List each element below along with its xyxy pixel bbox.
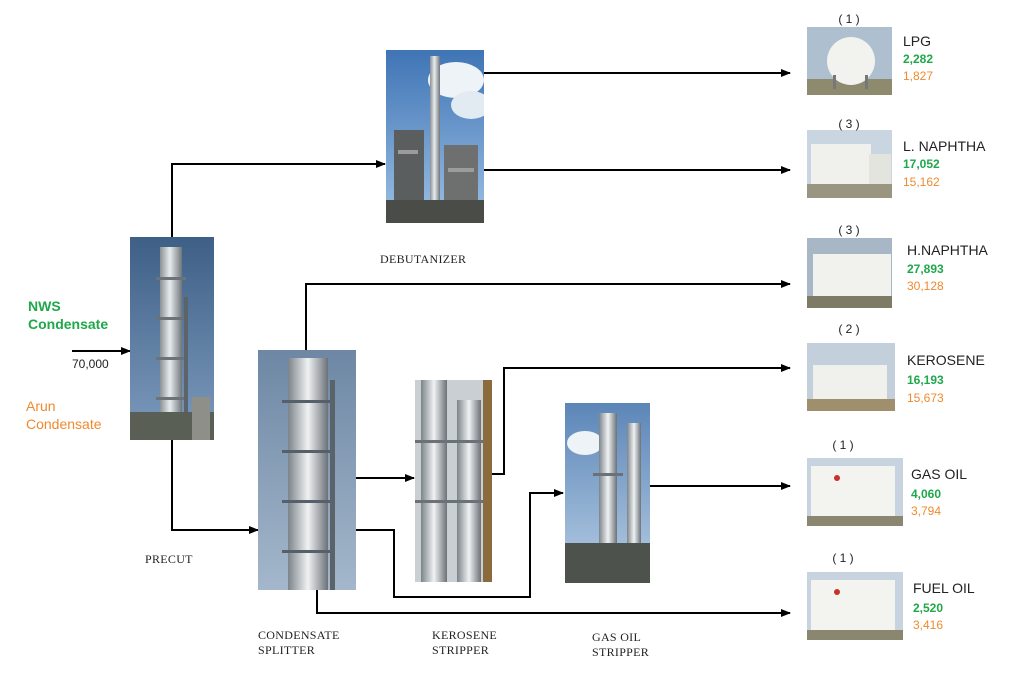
gasoil-stripper-label: GAS OIL STRIPPER bbox=[592, 630, 649, 660]
arun-condensate-label: Arun Condensate bbox=[26, 397, 102, 433]
splitter-to-hnaphtha-line bbox=[305, 280, 791, 350]
product-value-orange: 15,162 bbox=[903, 175, 940, 189]
debutanizer-column-photo bbox=[386, 50, 484, 223]
product-value-orange: 3,794 bbox=[911, 504, 942, 518]
gasoil-line2: STRIPPER bbox=[592, 645, 650, 659]
arun-line2: Condensate bbox=[26, 416, 102, 432]
product-value-green: 16,193 bbox=[907, 373, 944, 387]
product-name: GAS OIL bbox=[911, 466, 968, 482]
hnaphtha-tank-photo bbox=[807, 238, 892, 308]
lpg-sphere-photo bbox=[807, 27, 892, 95]
gasoil-stripper-photo bbox=[565, 403, 650, 583]
product-count: ( 2 ) bbox=[838, 322, 860, 336]
nws-line1: NWS bbox=[28, 298, 61, 314]
product-count: ( 3 ) bbox=[838, 223, 860, 237]
precut-label: PRECUT bbox=[145, 552, 193, 566]
feed-rate: 70,000 bbox=[72, 357, 109, 371]
product-name: LPG bbox=[903, 33, 932, 49]
product-count: ( 1 ) bbox=[832, 438, 854, 452]
product-name: H.NAPHTHA bbox=[907, 242, 988, 258]
product-count: ( 1 ) bbox=[832, 551, 854, 565]
splitter-to-fueloil-line bbox=[316, 590, 791, 617]
lnaphtha-tank-photo bbox=[807, 130, 892, 198]
gasoil-tank-photo bbox=[807, 458, 903, 526]
splitter-line2: SPLITTER bbox=[258, 643, 316, 657]
condensate-splitter-photo bbox=[258, 350, 356, 590]
product-count: ( 1 ) bbox=[838, 12, 860, 26]
kerosene-stripper-label: KEROSENE STRIPPER bbox=[432, 628, 497, 658]
splitter-line1: CONDENSATE bbox=[258, 628, 340, 642]
precut-to-splitter-line bbox=[171, 440, 259, 534]
product-value-orange: 3,416 bbox=[913, 618, 944, 632]
nws-condensate-label: NWS Condensate bbox=[28, 297, 108, 333]
product-value-green: 17,052 bbox=[903, 157, 940, 171]
gasoil-line1: GAS OIL bbox=[592, 630, 642, 644]
kero-line1: KEROSENE bbox=[432, 628, 498, 642]
product-value-orange: 30,128 bbox=[907, 279, 944, 293]
product-value-green: 4,060 bbox=[911, 487, 942, 501]
splitter-to-gasoil-stripper-line bbox=[356, 489, 564, 598]
product-name: FUEL OIL bbox=[913, 580, 975, 596]
precut-to-debutanizer-line bbox=[171, 160, 386, 237]
arun-line1: Arun bbox=[26, 398, 56, 414]
product-value-orange: 1,827 bbox=[903, 69, 934, 83]
product-count: ( 3 ) bbox=[838, 117, 860, 131]
product-value-green: 2,282 bbox=[903, 52, 934, 66]
condensate-splitter-label: CONDENSATE SPLITTER bbox=[258, 628, 340, 658]
product-value-green: 27,893 bbox=[907, 262, 944, 276]
precut-column-photo bbox=[130, 237, 214, 440]
product-name: KEROSENE bbox=[907, 352, 985, 368]
kerosene-stripper-photo bbox=[415, 380, 492, 582]
kerosene-tank-photo bbox=[807, 343, 895, 411]
product-value-green: 2,520 bbox=[913, 601, 944, 615]
nws-line2: Condensate bbox=[28, 316, 109, 332]
debutanizer-label: DEBUTANIZER bbox=[380, 252, 467, 266]
product-value-orange: 15,673 bbox=[907, 391, 944, 405]
kero-stripper-to-kerosene-line bbox=[492, 364, 791, 475]
kero-line2: STRIPPER bbox=[432, 643, 490, 657]
fueloil-tank-photo bbox=[807, 572, 903, 640]
product-name: L. NAPHTHA bbox=[903, 138, 986, 154]
